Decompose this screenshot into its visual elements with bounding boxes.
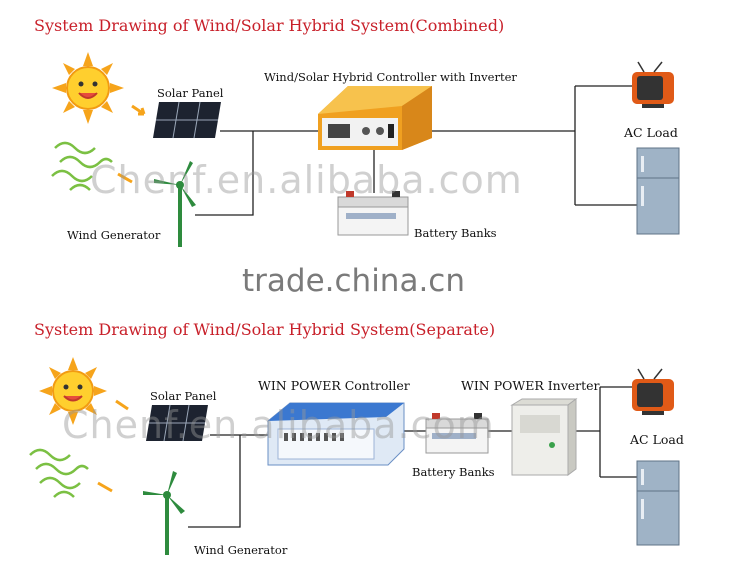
- battery-icon: [337, 191, 409, 236]
- battery-icon: [425, 413, 489, 454]
- wind-turbine-icon: [143, 471, 185, 555]
- tv-icon: [632, 61, 674, 108]
- wind-turbine-icon: [154, 161, 196, 247]
- wiring: [188, 386, 637, 528]
- hybrid-controller-icon: [318, 86, 432, 150]
- diagram-title: System Drawing of Wind/Solar Hybrid Syst…: [34, 16, 505, 35]
- battery-label: Battery Banks: [412, 465, 495, 479]
- wind-swirl-icon: [51, 141, 113, 191]
- solar-panel-icon: [153, 101, 221, 139]
- refrigerator-icon: [636, 147, 680, 235]
- solar-panel-icon: [146, 404, 208, 442]
- ac-load-label: AC Load: [624, 125, 678, 140]
- solar-panel-label: Solar Panel: [157, 86, 224, 100]
- controller-icon: [267, 402, 405, 466]
- wiring: [195, 85, 637, 216]
- wind-swirl-icon: [29, 448, 89, 498]
- sun-arrow-icon: [131, 104, 146, 116]
- wind-generator-label: Wind Generator: [67, 228, 161, 242]
- battery-label: Battery Banks: [414, 226, 497, 240]
- wind-arrow-icon: [97, 481, 113, 493]
- ac-load-label: AC Load: [630, 432, 684, 447]
- diagram-graphics: [29, 357, 680, 555]
- diagram-graphics: [51, 52, 680, 247]
- inverter-icon: [510, 398, 578, 476]
- solar-panel-label: Solar Panel: [150, 389, 217, 403]
- separate-system-diagram: System Drawing of Wind/Solar Hybrid Syst…: [0, 305, 730, 588]
- inverter-label: WIN POWER Inverter: [461, 378, 600, 393]
- watermark-text: Chenf.en.alibaba.com: [62, 403, 495, 447]
- combined-system-diagram: System Drawing of Wind/Solar Hybrid Syst…: [34, 16, 680, 299]
- refrigerator-icon: [636, 460, 680, 546]
- controller-label: WIN POWER Controller: [258, 378, 410, 393]
- controller-label: Wind/Solar Hybrid Controller with Invert…: [264, 70, 517, 84]
- sun-icon: [39, 357, 107, 425]
- watermark-text: Chenf.en.alibaba.com: [90, 158, 523, 202]
- tv-icon: [632, 368, 674, 415]
- sun-icon: [52, 52, 124, 124]
- sun-arrow-icon: [115, 399, 129, 411]
- diagram-title: System Drawing of Wind/Solar Hybrid Syst…: [34, 320, 496, 339]
- wind-arrow-icon: [117, 172, 133, 184]
- wind-generator-label: Wind Generator: [194, 543, 288, 557]
- trade-site-text: trade.china.cn: [242, 263, 465, 299]
